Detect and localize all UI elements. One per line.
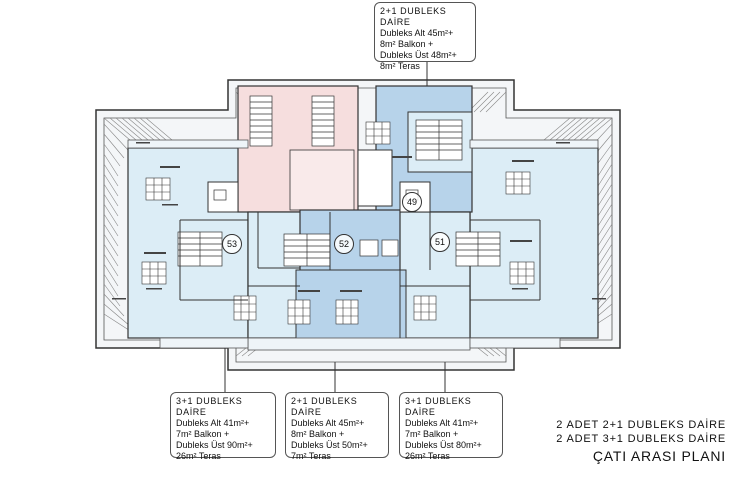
callout-bottom-left: 3+1 DUBLEKS DAİRE Dubleks Alt 41m²+ 7m² … — [170, 392, 276, 461]
callout-bottom-right: 3+1 DUBLEKS DAİRE Dubleks Alt 41m²+ 7m² … — [399, 392, 503, 461]
callout-top-line: 8m² Teras — [380, 61, 420, 71]
callout-top: 2+1 DUBLEKS DAİRE Dubleks Alt 45m²+ 8m² … — [374, 2, 476, 71]
callout-bottom-left-line: Dubleks Alt 41m²+ — [176, 418, 250, 428]
callout-bottom-center-line: Dubleks Üst 50m²+ — [291, 440, 368, 450]
beds — [141, 121, 535, 325]
summary-block: 2 ADET 2+1 DUBLEKS DAİRE 2 ADET 3+1 DUBL… — [556, 418, 726, 466]
unit-number-49: 49 — [402, 192, 422, 212]
callout-bottom-left-title: 3+1 DUBLEKS DAİRE — [176, 396, 243, 417]
callout-bottom-right-line: Dubleks Üst 80m²+ — [405, 440, 482, 450]
stair-treads — [177, 95, 501, 267]
unit-number-52: 52 — [334, 234, 354, 254]
callout-bottom-right-line: 26m² Teras — [405, 451, 450, 461]
callout-top-title: 2+1 DUBLEKS DAİRE — [380, 6, 447, 27]
summary-line-2plus1: 2 ADET 2+1 DUBLEKS DAİRE — [556, 419, 726, 431]
callout-top-line: 8m² Balkon + — [380, 39, 434, 49]
unit-number-53: 53 — [222, 234, 242, 254]
callout-bottom-center-line: 8m² Balkon + — [291, 429, 345, 439]
terrace-bands — [127, 139, 599, 351]
room-label-marks — [112, 142, 606, 300]
callout-top-line: Dubleks Alt 45m²+ — [380, 28, 454, 38]
callout-bottom-left-line: Dubleks Üst 90m²+ — [176, 440, 253, 450]
callout-bottom-right-line: 7m² Balkon + — [405, 429, 459, 439]
summary-line-3plus1: 2 ADET 3+1 DUBLEKS DAİRE — [556, 433, 726, 445]
callout-bottom-right-title: 3+1 DUBLEKS DAİRE — [405, 396, 472, 417]
callout-bottom-right-line: Dubleks Alt 41m²+ — [405, 418, 479, 428]
wet-rooms — [213, 189, 419, 257]
callout-bottom-center: 2+1 DUBLEKS DAİRE Dubleks Alt 45m²+ 8m² … — [285, 392, 389, 461]
callout-bottom-center-line: 7m² Teras — [291, 451, 331, 461]
callout-bottom-left-line: 26m² Teras — [176, 451, 221, 461]
callout-bottom-left-line: 7m² Balkon + — [176, 429, 230, 439]
callout-bottom-center-title: 2+1 DUBLEKS DAİRE — [291, 396, 358, 417]
unit-number-51: 51 — [430, 232, 450, 252]
stair-core-hall — [289, 149, 355, 211]
callout-top-line: Dubleks Üst 48m²+ — [380, 50, 457, 60]
plan-title: ÇATI ARASI PLANI — [592, 448, 726, 464]
callout-bottom-center-line: Dubleks Alt 45m²+ — [291, 418, 365, 428]
